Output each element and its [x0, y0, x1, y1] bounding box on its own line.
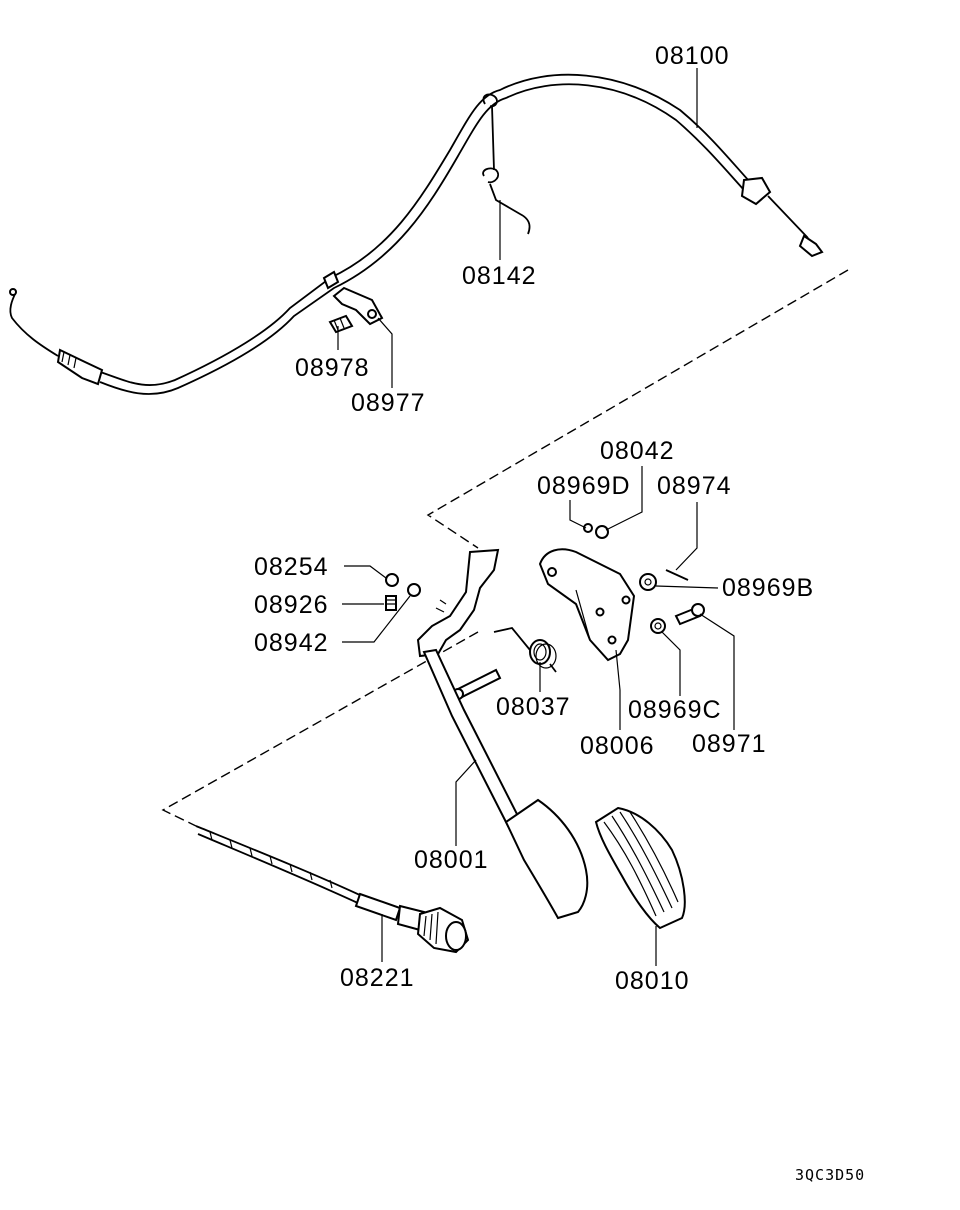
pedal-arm[interactable]	[416, 548, 589, 920]
label-08971: 08971	[692, 730, 767, 758]
label-08037: 08037	[496, 693, 571, 721]
clip-08969D[interactable]	[583, 523, 593, 533]
bushing-08042[interactable]	[595, 525, 609, 539]
pedal-pad[interactable]	[594, 806, 686, 930]
stopper-08254[interactable]	[385, 573, 399, 587]
reference-lines	[161, 269, 849, 827]
nut-08942[interactable]	[407, 583, 421, 597]
accelerator-cable[interactable]	[9, 73, 824, 395]
label-08254: 08254	[254, 553, 329, 581]
return-spring[interactable]	[493, 627, 557, 673]
label-08010: 08010	[615, 967, 690, 995]
pin-08974[interactable]	[665, 569, 689, 581]
pivot-pin[interactable]	[452, 668, 502, 700]
washer-08969B[interactable]	[639, 573, 657, 591]
label-08942: 08942	[254, 629, 329, 657]
label-08977: 08977	[351, 389, 426, 417]
nut-08969C[interactable]	[650, 618, 666, 634]
label-08001: 08001	[414, 846, 489, 874]
label-08969D: 08969D	[537, 472, 631, 500]
label-08221: 08221	[340, 964, 415, 992]
bolt-08926[interactable]	[385, 595, 397, 611]
label-08100: 08100	[655, 42, 730, 70]
label-08974: 08974	[657, 472, 732, 500]
cable-clip[interactable]	[482, 93, 531, 235]
label-08042: 08042	[600, 437, 675, 465]
label-08969C: 08969C	[628, 696, 722, 724]
label-08926: 08926	[254, 591, 329, 619]
hand-throttle-cable[interactable]	[195, 825, 470, 954]
label-08969B: 08969B	[722, 574, 814, 602]
label-08142: 08142	[462, 262, 537, 290]
bolt-08971[interactable]	[674, 603, 705, 626]
pedal-bracket[interactable]	[538, 548, 636, 662]
cable-bracket[interactable]	[332, 286, 384, 326]
diagram-code: 3QC3D50	[795, 1166, 865, 1184]
leader-lines	[337, 68, 735, 966]
label-08006: 08006	[580, 732, 655, 760]
bracket-bolt[interactable]	[328, 314, 354, 334]
label-08978: 08978	[295, 354, 370, 382]
